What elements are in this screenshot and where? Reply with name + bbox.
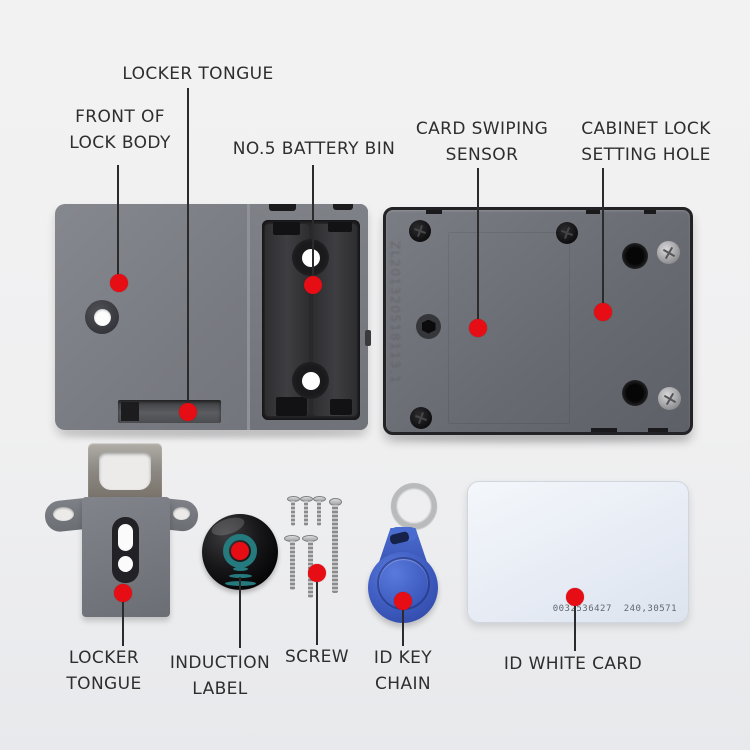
battery-bin-screw-hole	[292, 362, 329, 399]
locker-tongue-opening	[99, 452, 151, 490]
shadow-back-panel	[390, 434, 690, 442]
panel-notch	[586, 210, 600, 214]
callout-line: LABEL	[192, 679, 248, 699]
hex-hole-center	[421, 319, 436, 334]
screw-icon	[658, 387, 681, 410]
lock-body-back	[383, 207, 693, 435]
screw-icon	[409, 220, 431, 242]
leader-line-front-of-lock-body	[117, 165, 119, 281]
screw-icon	[657, 241, 680, 264]
battery-contact	[276, 397, 307, 416]
hex-hole	[416, 314, 441, 339]
callout-cabinet-lock-setting-hole: CABINET LOCK SETTING HOLE	[581, 116, 711, 168]
tongue-slot	[118, 400, 221, 423]
screw-shaft	[290, 541, 295, 590]
leader-line-locker-tongue-top	[187, 88, 189, 410]
signal-arc-icon	[229, 574, 252, 578]
callout-locker-tongue-bottom: LOCKER TONGUE	[66, 645, 141, 697]
signal-arc-icon	[233, 567, 248, 571]
panel-crease	[448, 232, 570, 424]
callout-id-key-chain: ID KEY CHAIN	[374, 645, 432, 697]
battery-compartment	[262, 220, 360, 420]
callout-line: CABINET LOCK	[581, 119, 711, 139]
card-serial-number: 0032536427 240,30571	[552, 604, 677, 614]
callout-induction-label: INDUCTION LABEL	[170, 650, 270, 702]
marker-dot-locker-tongue-top	[179, 403, 197, 421]
callout-line: SENSOR	[445, 145, 519, 165]
spindle-hole-center	[93, 308, 111, 326]
shadow-left-body	[62, 430, 362, 438]
leader-line-induction-label	[239, 577, 241, 648]
battery-bin-notch	[269, 204, 296, 211]
battery-contact	[330, 399, 352, 415]
callout-line: TONGUE	[66, 674, 142, 694]
leader-line-id-key-chain	[402, 609, 404, 646]
screw-icon	[556, 222, 578, 244]
wing-hole	[53, 507, 74, 521]
patent-engraving: ZL201320518113.1	[388, 241, 402, 385]
callout-line: LOCKER TONGUE	[122, 64, 274, 84]
tongue-slot-circle	[118, 556, 133, 572]
battery-bin-notch	[333, 204, 353, 210]
battery-bin	[247, 204, 371, 430]
tongue-slot-opening	[121, 402, 139, 421]
battery-bin-screw-hole-center	[301, 371, 320, 390]
callout-card-swiping-sensor: CARD SWIPING SENSOR	[416, 116, 548, 168]
marker-dot-screw	[308, 564, 326, 582]
panel-notch	[644, 210, 656, 214]
callout-battery-bin: NO.5 BATTERY BIN	[233, 136, 396, 162]
locker-tongue-metal	[88, 443, 162, 499]
panel-notch	[648, 428, 668, 432]
marker-dot-battery-bin	[304, 276, 322, 294]
screw-shaft	[332, 505, 338, 593]
screw-shaft	[291, 501, 295, 526]
callout-line: CARD SWIPING	[415, 119, 549, 139]
lock-body-front	[55, 204, 371, 430]
callout-line: SCREW	[284, 647, 350, 667]
callout-line: NO.5 BATTERY BIN	[232, 139, 396, 159]
battery-bin-screw-hole-center	[301, 248, 320, 267]
marker-dot-locker-tongue-bottom	[114, 584, 132, 602]
callout-line: ID KEY	[373, 648, 433, 668]
marker-dot-induction-label	[231, 542, 249, 560]
callout-line: LOCKER	[68, 648, 140, 668]
screw-shaft	[317, 501, 321, 526]
callout-locker-tongue-top: LOCKER TONGUE	[122, 61, 273, 87]
callout-line: SETTING HOLE	[581, 145, 711, 165]
callout-id-white-card: ID WHITE CARD	[504, 651, 642, 677]
battery-contact	[328, 222, 352, 232]
panel-notch	[426, 210, 442, 214]
callout-line: LOCK BODY	[69, 133, 171, 153]
mount-hole	[622, 243, 648, 269]
leader-line-setting-hole	[602, 168, 604, 310]
leader-line-id-white-card	[574, 605, 576, 651]
induction-ring	[223, 534, 257, 568]
marker-dot-setting-hole	[594, 303, 612, 321]
leader-line-screw	[316, 581, 318, 645]
battery-bin-side-tab	[365, 330, 371, 346]
panel-notch	[591, 428, 617, 432]
leader-line-card-swiping-sensor	[477, 168, 479, 326]
battery-contact	[273, 222, 300, 235]
leader-line-battery-bin	[312, 165, 314, 283]
callout-line: INDUCTION	[169, 653, 271, 673]
mount-hole	[622, 380, 648, 406]
callout-line: CHAIN	[374, 674, 431, 694]
callout-front-of-lock-body: FRONT OF LOCK BODY	[69, 104, 171, 156]
marker-dot-front-of-lock-body	[110, 274, 128, 292]
marker-dot-id-white-card	[566, 588, 584, 606]
screw-icon	[410, 407, 432, 429]
leader-line-locker-tongue-bottom	[122, 601, 124, 646]
spindle-hole	[85, 300, 119, 334]
wing-hole	[173, 507, 190, 520]
tongue-slot-pill	[118, 524, 133, 551]
callout-line: FRONT OF	[75, 107, 165, 127]
screw-shaft	[304, 501, 308, 526]
callout-screw: SCREW	[285, 644, 349, 670]
battery-bin-screw-hole	[292, 239, 329, 276]
marker-dot-id-key-chain	[394, 592, 412, 610]
key-ring	[391, 483, 437, 529]
callout-line: ID WHITE CARD	[503, 654, 643, 674]
marker-dot-card-swiping-sensor	[469, 319, 487, 337]
